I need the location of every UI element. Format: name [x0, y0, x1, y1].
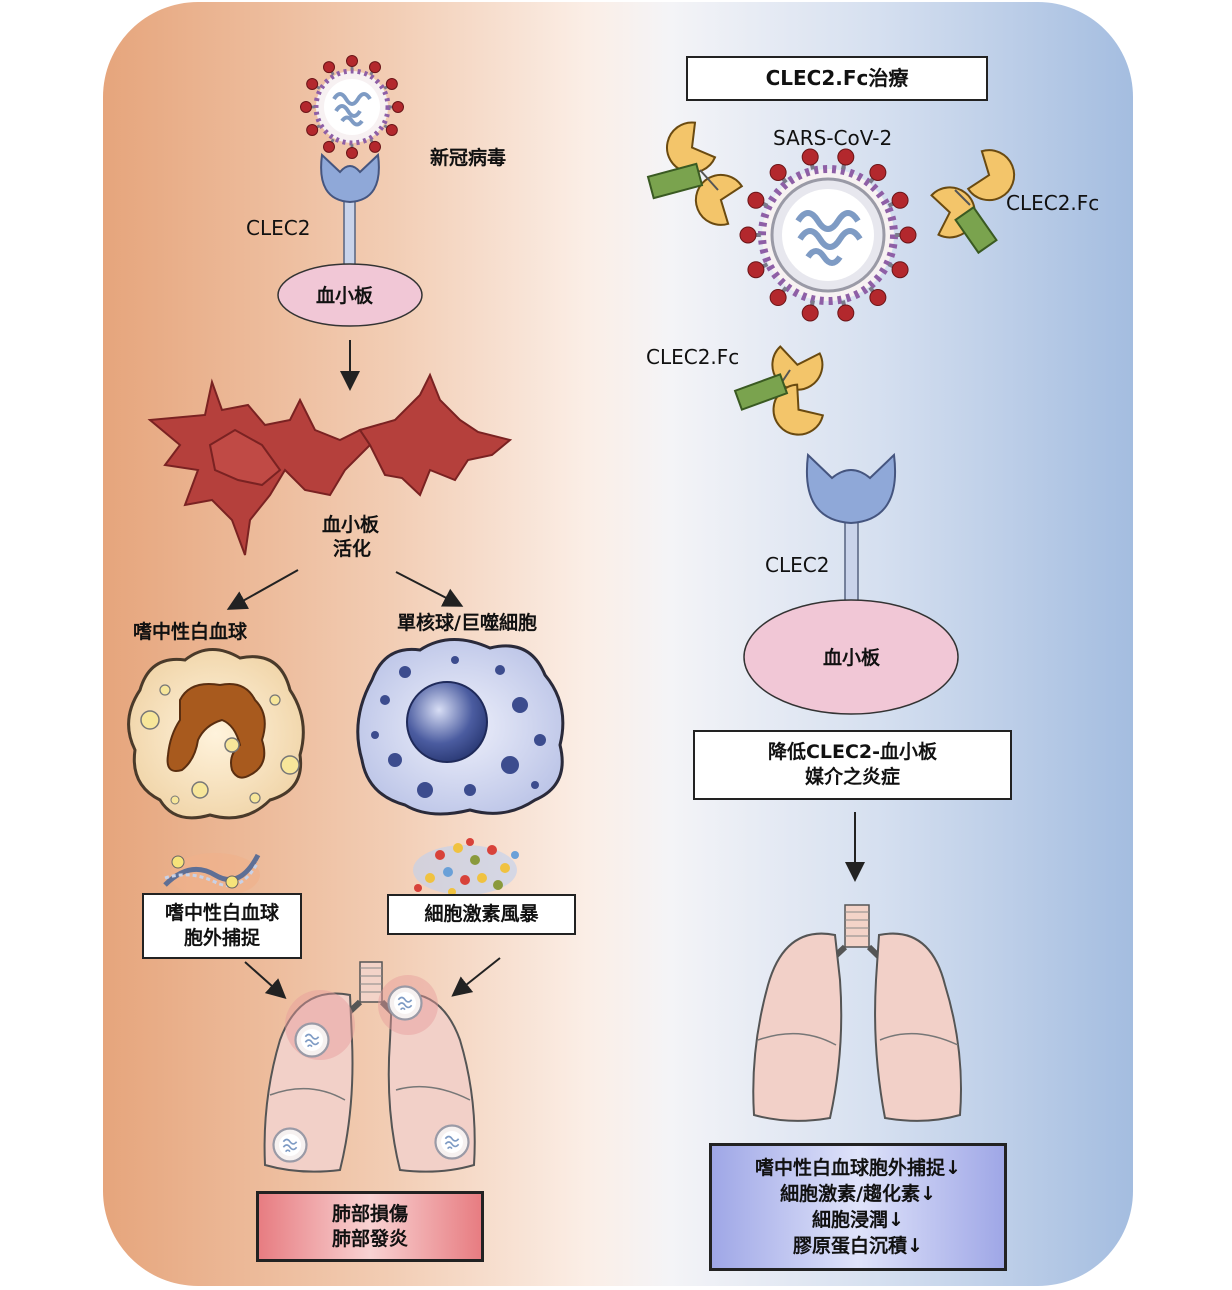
net-strand-icon: [163, 853, 261, 897]
spike-head: [837, 304, 855, 322]
spike-head: [739, 226, 757, 244]
arrow-to-monocyte: [395, 571, 464, 607]
spike-head: [323, 140, 335, 153]
cytokine-dots-icon: [413, 838, 519, 896]
activated-platelet-icon: [147, 372, 513, 556]
spike-head: [346, 147, 358, 159]
spike-head: [891, 261, 909, 279]
clec2-label-left: CLEC2: [246, 216, 311, 240]
damaged-lung-icon: [263, 961, 476, 1173]
lung-damage-line1: 肺部損傷: [331, 1202, 408, 1225]
spike-head: [392, 101, 404, 113]
spike-head: [747, 191, 765, 209]
virus-label: 新冠病毒: [430, 147, 507, 169]
cytokine-storm-box: 細胞激素風暴: [387, 894, 576, 935]
spike-head: [747, 261, 765, 279]
lung-damage-line2: 肺部發炎: [331, 1227, 408, 1250]
spike-head: [369, 61, 381, 74]
spike-head: [869, 289, 887, 307]
treatment-header-text: CLEC2.Fc治療: [765, 66, 909, 90]
mechanism-line1: 降低CLEC2-血小板: [767, 741, 938, 763]
activation-label-line2: 活化: [333, 538, 372, 560]
spike-head: [869, 163, 887, 181]
virus-spikes-left: [300, 55, 404, 159]
lung-damage-box-bg: [256, 1191, 484, 1262]
clec2-fc-label-left: CLEC2.Fc: [646, 345, 740, 369]
spike-head: [837, 148, 855, 166]
sars-cov-2-label: SARS-CoV-2: [773, 126, 893, 150]
platelet-right-shape: [743, 599, 959, 715]
outcome-line3: 細胞浸潤↓: [812, 1209, 904, 1231]
net-box: 嗜中性白血球 胞外捕捉: [142, 893, 302, 959]
lung-damage-box: 肺部損傷 肺部發炎: [257, 1192, 483, 1261]
therapy-outcome-box-bg: [709, 1143, 1007, 1271]
platelet-label-right: 血小板: [823, 647, 881, 669]
activation-label-line1: 血小板: [322, 514, 380, 536]
outcome-line4: 膠原蛋白沉積↓: [793, 1235, 923, 1257]
spike-head: [323, 61, 335, 74]
spike-head: [769, 163, 787, 181]
spike-head: [891, 191, 909, 209]
spike-head: [801, 148, 819, 166]
spike-head: [300, 101, 312, 113]
clec2-receptor-icon: [320, 152, 380, 275]
spike-head: [801, 304, 819, 322]
arrow-storm-to-lung: [451, 957, 501, 997]
spike-head: [385, 78, 398, 90]
neutrophil-cell-icon: [127, 648, 305, 820]
spike-head: [899, 226, 917, 244]
therapy-outcome-box: 嗜中性白血球胞外捕捉↓ 細胞激素/趨化素↓ 細胞浸潤↓ 膠原蛋白沉積↓: [710, 1144, 1006, 1270]
cytokine-storm-text: 細胞激素風暴: [424, 903, 539, 925]
spike-head: [306, 124, 319, 136]
treatment-header-box: CLEC2.Fc治療: [686, 56, 988, 101]
clec2-label-right: CLEC2: [765, 553, 830, 577]
monocyte-label: 單核球/巨噬細胞: [397, 612, 537, 634]
monocyte-cell-icon: [356, 638, 565, 816]
outcome-line1: 嗜中性白血球胞外捕捉↓: [755, 1157, 961, 1179]
spike-head: [369, 140, 381, 153]
arrow-to-neutrophil: [226, 569, 299, 610]
net-box-line1: 嗜中性白血球: [164, 902, 279, 924]
clec2-fc-construct-icon: [646, 121, 1016, 436]
mechanism-line2: 媒介之炎症: [804, 766, 900, 788]
platelet-shape: [277, 263, 423, 327]
spike-head: [346, 55, 358, 67]
spike-head: [385, 124, 398, 136]
arrow-net-to-lung: [244, 961, 287, 999]
mechanism-box: 降低CLEC2-血小板 媒介之炎症: [693, 730, 1012, 800]
virus-icon: [313, 68, 391, 146]
spike-head: [769, 289, 787, 307]
outcome-line2: 細胞激素/趨化素↓: [780, 1183, 936, 1205]
net-box-line2: 胞外捕捉: [183, 927, 260, 949]
neutrophil-label: 嗜中性白血球: [133, 621, 248, 643]
spike-head: [306, 78, 319, 90]
healthy-lung-icon: [752, 904, 962, 1122]
clec2-fc-label-right: CLEC2.Fc: [1006, 191, 1100, 215]
sars-cov-2-virus-icon: [758, 165, 898, 305]
platelet-label-left: 血小板: [316, 285, 374, 307]
virus-spikes-right: [739, 148, 917, 322]
